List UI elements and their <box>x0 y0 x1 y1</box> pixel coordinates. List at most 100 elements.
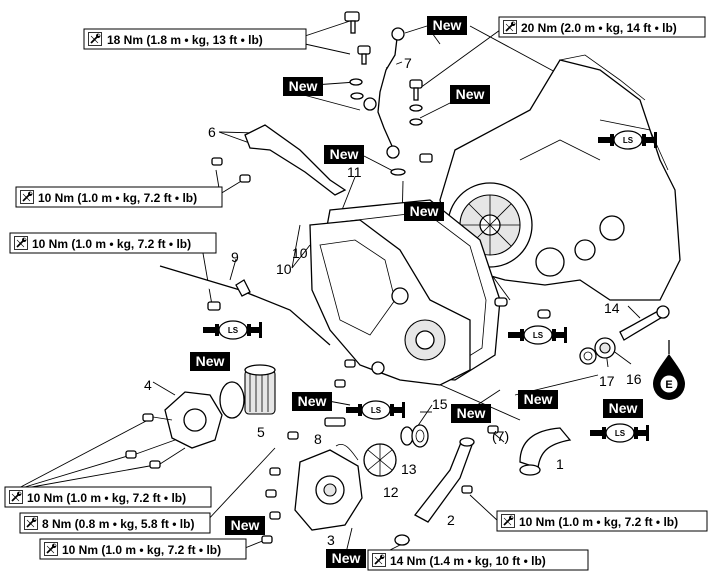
new-badge: New <box>225 516 265 535</box>
svg-text:LS: LS <box>615 429 626 438</box>
new-badge: New <box>190 352 230 371</box>
new-badge: New <box>518 390 558 409</box>
outlet-pipe-2 <box>394 437 475 546</box>
dowel-pins <box>324 297 551 427</box>
callout-13: 13 <box>401 461 417 477</box>
grease-gun-icon: LS <box>598 130 657 150</box>
svg-text:New: New <box>609 400 638 416</box>
torque-value: 8 Nm (0.8 m • kg, 5.8 ft • lb) <box>42 517 194 531</box>
torque-spec-5: 10 Nm (1.0 m • kg, 7.2 ft • lb) <box>4 486 212 508</box>
hose-1 <box>487 425 572 476</box>
oil-filter-5 <box>219 364 276 419</box>
svg-text:E: E <box>665 379 672 391</box>
torque-spec-8: 10 Nm (1.0 m • kg, 7.2 ft • lb) <box>496 510 708 532</box>
filter-cover-4 <box>125 391 223 469</box>
new-badge: New <box>427 16 467 35</box>
callout-7-ref: (7) <box>492 428 509 444</box>
grease-gun-icon: LS <box>203 320 262 340</box>
callout-17: 17 <box>599 373 615 389</box>
svg-text:New: New <box>289 78 318 94</box>
new-badge: New <box>292 392 332 411</box>
bearing-15 <box>411 424 429 448</box>
shaft-14 <box>579 305 670 365</box>
impeller-12 <box>363 443 397 477</box>
torque-spec-9: 14 Nm (1.4 m • kg, 10 ft • lb) <box>367 549 589 571</box>
new-badge: New <box>451 404 491 423</box>
callout-7: 7 <box>404 55 412 71</box>
wrench-icon <box>88 32 102 46</box>
callout-3: 3 <box>327 532 335 548</box>
svg-text:New: New <box>524 391 553 407</box>
torque-value: 10 Nm (1.0 m • kg, 7.2 ft • lb) <box>32 237 191 251</box>
wrench-icon <box>501 514 515 528</box>
crankcase-cover <box>309 219 471 386</box>
torque-value: 10 Nm (1.0 m • kg, 7.2 ft • lb) <box>62 543 221 557</box>
new-badge: New <box>450 85 490 104</box>
wrench-icon <box>20 190 34 204</box>
svg-text:New: New <box>196 353 225 369</box>
torque-value: 10 Nm (1.0 m • kg, 7.2 ft • lb) <box>38 191 197 205</box>
svg-text:New: New <box>433 17 462 33</box>
dipstick-9 <box>159 265 331 346</box>
water-pump-housing-3 <box>261 431 363 544</box>
svg-text:New: New <box>298 393 327 409</box>
seal-13 <box>400 426 414 446</box>
svg-text:New: New <box>330 146 359 162</box>
svg-text:New: New <box>332 550 361 566</box>
callout-4: 4 <box>144 377 152 393</box>
new-labels: New New New New New New New New New New … <box>190 16 643 568</box>
wrench-icon <box>372 553 386 567</box>
svg-text:New: New <box>231 517 260 533</box>
bolts-top <box>344 11 433 176</box>
svg-text:LS: LS <box>228 326 239 335</box>
callout-16: 16 <box>626 371 642 387</box>
new-badge: New <box>283 77 323 96</box>
svg-text:LS: LS <box>371 406 382 415</box>
leader-lines <box>14 20 641 561</box>
grease-gun-icon: LS <box>590 423 649 443</box>
chain-guide-6 <box>211 124 347 196</box>
callout-1: 1 <box>556 456 564 472</box>
callout-15: 15 <box>432 396 448 412</box>
callout-10b: 10 <box>292 245 308 261</box>
callout-10: 10 <box>276 261 292 277</box>
callout-2: 2 <box>447 512 455 528</box>
wrench-icon <box>44 542 58 556</box>
wrench-icon <box>9 490 23 504</box>
torque-spec-7: 10 Nm (1.0 m • kg, 7.2 ft • lb) <box>39 538 247 560</box>
torque-value: 18 Nm (1.8 m • kg, 13 ft • lb) <box>107 33 263 47</box>
wrench-icon <box>14 236 28 250</box>
wrench-icon <box>24 516 38 530</box>
grease-gun-icon: LS <box>346 400 405 420</box>
torque-value: 10 Nm (1.0 m • kg, 7.2 ft • lb) <box>519 515 678 529</box>
svg-text:New: New <box>456 86 485 102</box>
grease-symbols: LS LS LS LS <box>203 130 657 443</box>
torque-spec-6: 8 Nm (0.8 m • kg, 5.8 ft • lb) <box>19 512 211 534</box>
torque-spec-1: 18 Nm (1.8 m • kg, 13 ft • lb) <box>83 28 307 50</box>
callout-5: 5 <box>257 424 265 440</box>
new-badge: New <box>404 202 444 221</box>
torque-spec-3: 10 Nm (1.0 m • kg, 7.2 ft • lb) <box>15 186 223 208</box>
callout-8: 8 <box>314 431 322 447</box>
svg-text:LS: LS <box>533 331 544 340</box>
new-badge: New <box>603 399 643 418</box>
callout-12: 12 <box>383 484 399 500</box>
wrench-icon <box>503 20 517 34</box>
new-badge: New <box>326 549 366 568</box>
svg-text:New: New <box>410 203 439 219</box>
callout-9: 9 <box>231 249 239 265</box>
torque-spec-2: 20 Nm (2.0 m • kg, 14 ft • lb) <box>498 16 706 38</box>
torque-spec-4: 10 Nm (1.0 m • kg, 7.2 ft • lb) <box>9 232 217 254</box>
oil-delivery-pipe <box>363 27 405 159</box>
oil-can-icon: E <box>653 340 685 400</box>
new-badge: New <box>324 145 364 164</box>
torque-value: 20 Nm (2.0 m • kg, 14 ft • lb) <box>521 21 677 35</box>
callout-6: 6 <box>208 124 216 140</box>
svg-text:New: New <box>457 405 486 421</box>
callout-11: 11 <box>347 164 362 180</box>
svg-text:LS: LS <box>623 136 634 145</box>
grease-gun-icon: LS <box>508 325 567 345</box>
torque-value: 14 Nm (1.4 m • kg, 10 ft • lb) <box>390 554 546 568</box>
torque-value: 10 Nm (1.0 m • kg, 7.2 ft • lb) <box>27 491 186 505</box>
